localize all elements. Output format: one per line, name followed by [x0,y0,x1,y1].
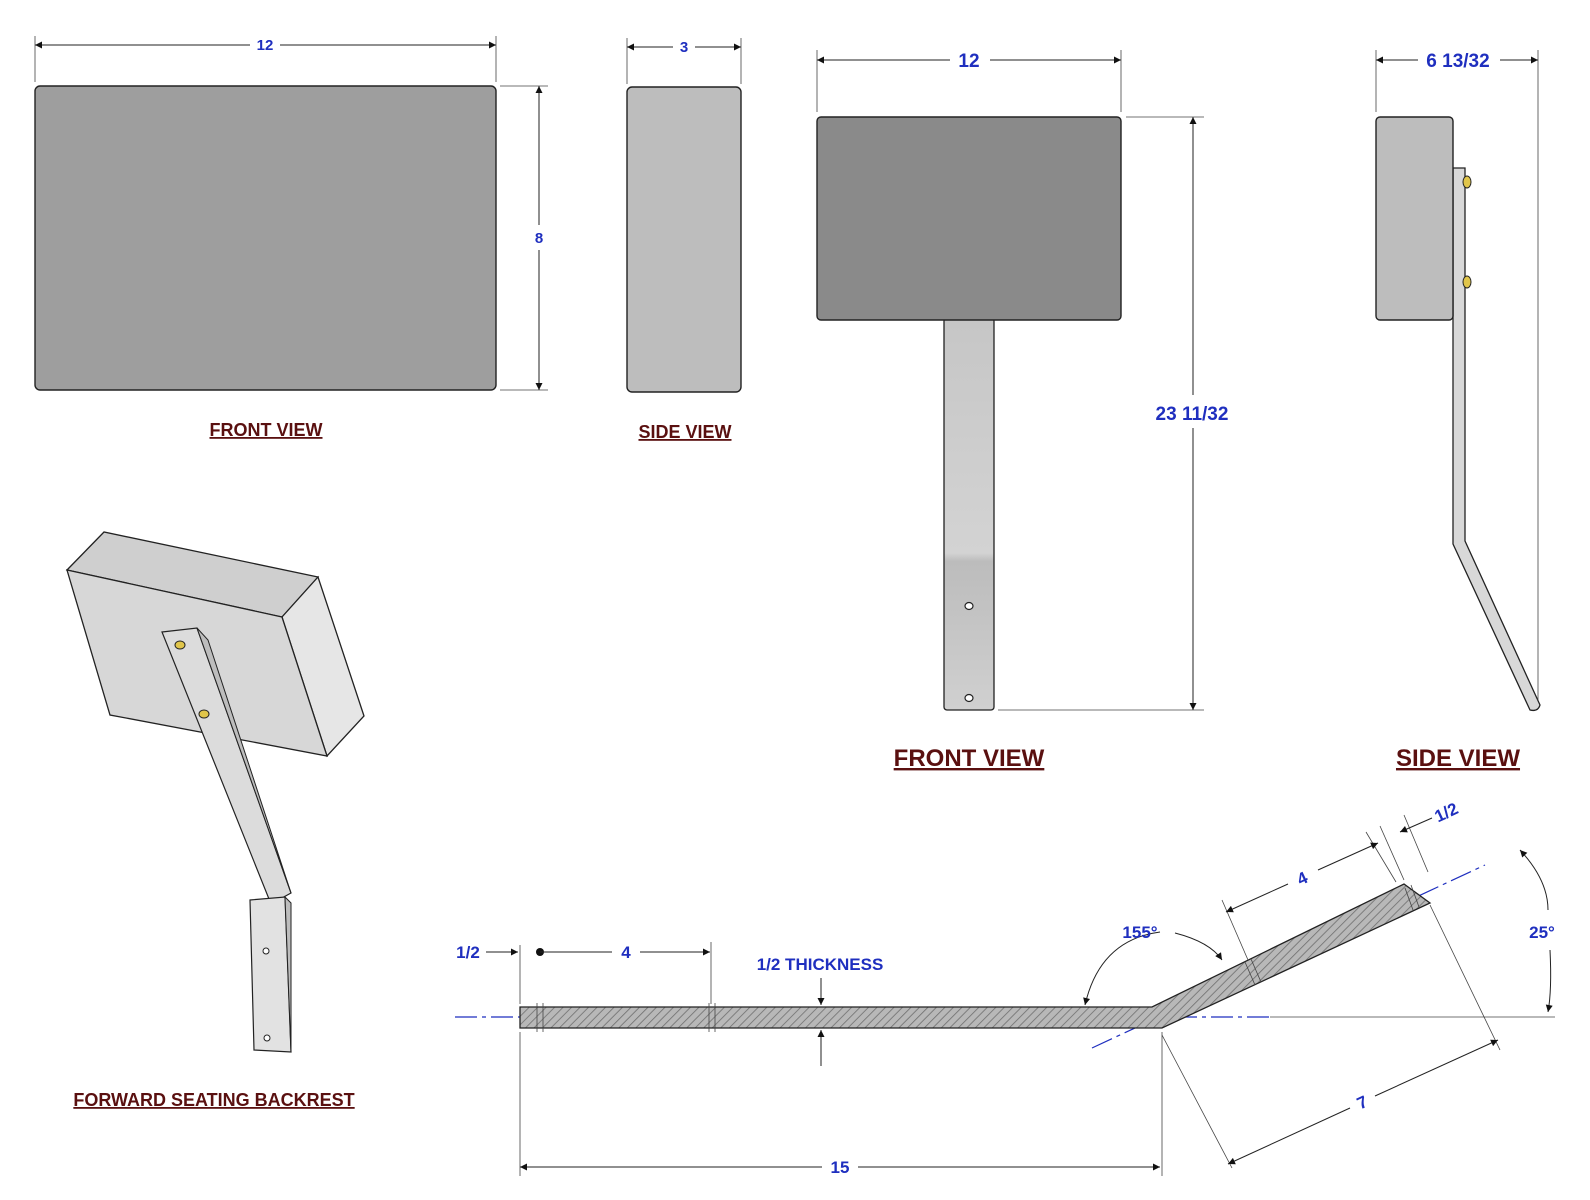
bracket-side [1452,167,1541,712]
pad-front-face [34,85,497,391]
small-front-view: 12 8 FRONT VIEW [34,36,548,440]
cushion-front [816,116,1122,321]
pad-width-dimension: 12 [257,37,274,54]
post-hole-upper [964,601,974,611]
iso-hole-lower [263,1034,271,1042]
assembly-width-dimension: 12 [958,51,979,72]
hole-spacing-dimension: 4 [621,943,631,962]
large-front-view: 12 23 11/32 FRONT VIEW [816,50,1229,772]
small-side-view-title: SIDE VIEW [638,422,731,442]
lower-length-dimension: 15 [831,1158,850,1177]
post-front [943,317,995,711]
bar-end-offset-dimension: 1/2 [456,943,480,962]
iso-bolt-upper [174,640,186,650]
bracket-section [519,883,1432,1029]
isometric-view: FORWARD SEATING BACKREST [65,531,365,1110]
upper-length-dimension: 7 [1354,1092,1371,1113]
iso-bolt-lower [198,709,210,719]
cushion-side [1375,116,1454,321]
assembly-depth-dimension: 6 13/32 [1426,51,1489,72]
upper-hole-spacing-dimension: 4 [1294,868,1311,889]
upper-end-offset-dimension: 1/2 [1432,799,1461,826]
iso-bracket-lower [249,896,292,1053]
small-front-view-title: FRONT VIEW [210,420,323,440]
iso-bracket-lower-edge [284,895,292,1053]
assembly-height-dimension: 23 11/32 [1156,404,1229,425]
pad-height-dimension: 8 [535,230,543,247]
large-side-view-title: SIDE VIEW [1396,745,1520,772]
large-side-view: 6 13/32 SIDE VIEW [1375,50,1541,772]
tilt-angle-dimension: 25° [1529,923,1555,942]
iso-bracket-upper-edge [196,627,292,894]
bolt-head-lower [1462,275,1472,289]
large-front-view-title: FRONT VIEW [894,745,1045,772]
iso-hole-upper [262,947,270,955]
small-side-view: 3 SIDE VIEW [626,38,742,442]
iso-view-title: FORWARD SEATING BACKREST [73,1090,354,1110]
bend-angle-dimension: 155° [1122,923,1157,942]
pad-depth-dimension: 3 [680,39,688,56]
post-hole-lower [964,693,974,703]
thickness-label: 1/2 THICKNESS [757,955,884,974]
pad-side-face [626,86,742,393]
bolt-head-upper [1462,175,1472,189]
bracket-detail: 1/2 4 1/2 THICKNESS 155° 4 1/2 25° [455,799,1555,1177]
